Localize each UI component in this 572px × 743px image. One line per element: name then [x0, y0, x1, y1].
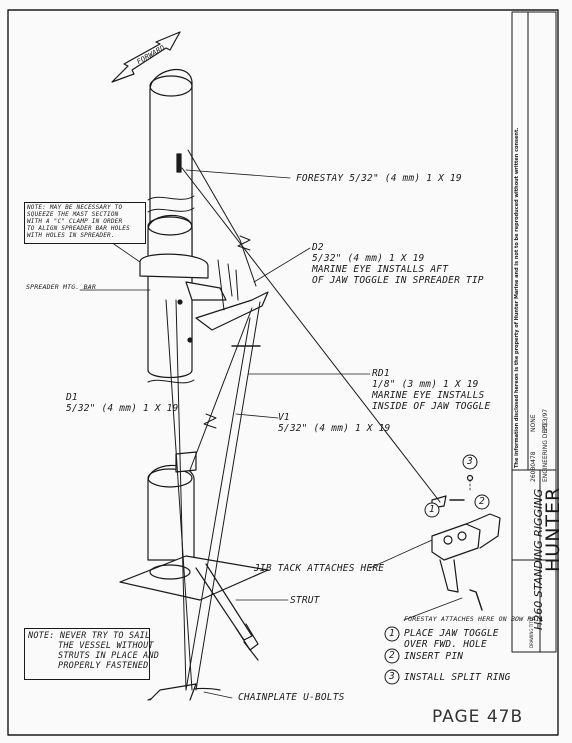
- d2-note-2: OF JAW TOGGLE IN SPREADER TIP: [312, 275, 484, 286]
- callout-circle-3-diagram: [462, 454, 478, 470]
- page-number: PAGE 47B: [432, 707, 524, 727]
- note-strut-warning: NOTE: NEVER TRY TO SAIL THE VESSEL WITHO…: [24, 628, 160, 680]
- tb-brand-logo: HUNTER: [542, 486, 564, 572]
- rd1-title: RD1: [372, 368, 390, 379]
- d2-spec: 5/32" (4 mm) 1 X 19: [312, 253, 425, 264]
- d2-label: D2 5/32" (4 mm) 1 X 19 MARINE EYE INSTAL…: [312, 242, 484, 286]
- d1-title: D1: [66, 392, 78, 403]
- rd1-wire-2: [185, 317, 251, 691]
- note-bottom-line-4: PROPERLY FASTENED: [58, 661, 149, 671]
- v1-title: V1: [278, 412, 290, 423]
- tb-revision: NONE: [530, 414, 537, 433]
- callout-circle-1-step: [384, 626, 400, 642]
- d2-title: D2: [312, 242, 324, 253]
- leader-bow: [403, 597, 463, 621]
- d1-wire: [165, 299, 193, 691]
- callout-circle-1-diagram: [424, 502, 440, 518]
- forestay-label: FORESTAY 5/32" (4 mm) 1 X 19: [296, 173, 462, 184]
- note-mast-squeeze: NOTE: MAY BE NECESSARY TO SQUEEZE THE MA…: [24, 202, 146, 244]
- leader-d2: [253, 247, 311, 283]
- v1-wire: [195, 301, 261, 691]
- rd1-note-1: MARINE EYE INSTALLS: [372, 390, 485, 401]
- step-2: INSERT PIN: [404, 651, 464, 662]
- step-1-line-1: PLACE JAW TOGGLE: [404, 628, 499, 639]
- jib-tack-label: JIB TACK ATTACHES HERE: [254, 563, 385, 574]
- callout-2-step: 2: [389, 650, 395, 661]
- note-top-line-4: TO ALIGN SPREADER BAR HOLES: [27, 225, 130, 232]
- step-3: INSTALL SPLIT RING: [404, 672, 511, 683]
- rd1-wire: [189, 307, 253, 471]
- callout-circle-2-diagram: [474, 494, 490, 510]
- step-1: PLACE JAW TOGGLE OVER FWD. HOLE: [404, 628, 499, 650]
- note-top-line-3: WITH A "C" CLAMP IN ORDER: [27, 218, 123, 225]
- chainplate-label: CHAINPLATE U-BOLTS: [238, 692, 345, 703]
- leader-v1: [235, 413, 279, 419]
- callout-1-step: 1: [389, 628, 395, 639]
- chainplate: [149, 683, 197, 701]
- leader-chainplate: [203, 691, 233, 699]
- note-bottom-line-1: NOTE: NEVER TRY TO SAIL: [28, 631, 151, 641]
- tb-disclaimer: The information disclosed hereon is the …: [514, 127, 520, 468]
- bow-rail-assembly: [431, 474, 501, 611]
- mast-step: [119, 451, 269, 601]
- rd1-note-2: INSIDE OF JAW TOGGLE: [372, 401, 491, 412]
- callout-2-diagram: 2: [479, 496, 485, 507]
- mast-middle-section: [139, 214, 269, 379]
- v1-spec: 5/32" (4 mm) 1 X 19: [278, 423, 391, 434]
- step-1-line-2: OVER FWD. HOLE: [404, 639, 487, 650]
- title-block-frame: [511, 11, 557, 653]
- tb-dwg-no: 26080478: [530, 451, 537, 482]
- tb-date: 11/3/97: [542, 408, 549, 432]
- leader-jib: [369, 539, 433, 569]
- sheet-border: [7, 9, 559, 736]
- forestay-bow-label: FORESTAY ATTACHES HERE ON BOW RAIL: [404, 615, 544, 623]
- rd1-label: RD1 1/8" (3 mm) 1 X 19 MARINE EYE INSTAL…: [372, 368, 490, 412]
- note-bottom-line-2: THE VESSEL WITHOUT: [58, 641, 154, 651]
- callout-3-step: 3: [389, 671, 395, 682]
- d1-wire-2: [175, 299, 187, 691]
- note-top-line-1: NOTE: MAY BE NECESSARY TO: [27, 204, 123, 211]
- note-bottom-line-3: STRUTS IN PLACE AND: [58, 651, 160, 661]
- callout-circle-3-step: [384, 669, 400, 685]
- callout-circle-2-step: [384, 648, 400, 664]
- v1-label: V1 5/32" (4 mm) 1 X 19: [278, 412, 390, 434]
- strut-label: STRUT: [290, 595, 320, 606]
- note-top-line-5: WITH HOLES IN SPREADER.: [27, 232, 115, 239]
- d2-wire: [187, 149, 257, 287]
- note-top-line-2: SQUEEZE THE MAST SECTION: [27, 211, 119, 218]
- title-block: The information disclosed hereon is the …: [512, 12, 564, 652]
- spreader-bar-label: SPREADER MTG. BAR: [26, 283, 96, 291]
- d1-label: D1 5/32" (4 mm) 1 X 19: [66, 392, 178, 414]
- d2-note-1: MARINE EYE INSTALLS AFT: [312, 264, 449, 275]
- rd1-spec: 1/8" (3 mm) 1 X 19: [372, 379, 479, 390]
- callout-3-diagram: 3: [467, 456, 473, 467]
- strut: [195, 563, 259, 661]
- leader-forestay: [185, 169, 291, 179]
- callout-1-diagram: 1: [429, 504, 435, 515]
- mast-break-top: [147, 195, 195, 213]
- forestay-wire: [181, 167, 441, 503]
- forward-arrow: [111, 31, 181, 83]
- d1-spec: 5/32" (4 mm) 1 X 19: [66, 403, 179, 414]
